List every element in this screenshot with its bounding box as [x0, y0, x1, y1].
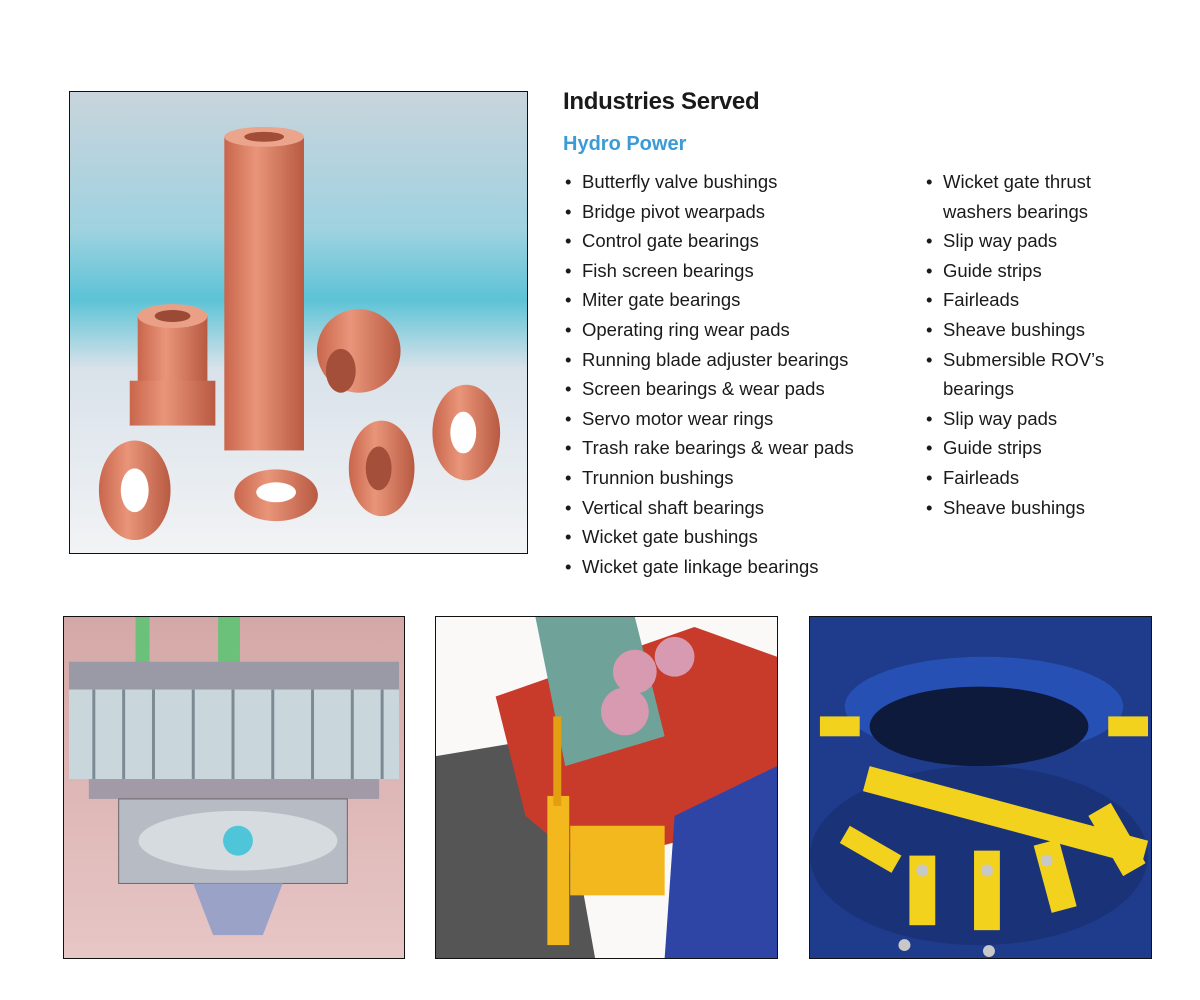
bullet-icon: •	[565, 496, 572, 518]
bullet-icon: •	[565, 171, 572, 192]
list-item-text: Sheave bushings	[943, 318, 1085, 340]
bullet-icon: •	[565, 378, 572, 400]
bullet-icon: •	[565, 289, 572, 311]
list-item: • Wicket gate bushings	[565, 522, 854, 552]
bullet-icon: •	[926, 289, 933, 311]
list-item-text: Bridge pivot wearpads	[582, 200, 766, 222]
bullet-icon: •	[926, 230, 933, 252]
bullet-icon: •	[565, 200, 572, 222]
list-item-text: Operating ring wear pads	[582, 318, 790, 340]
page-title: Industries Served	[563, 88, 760, 115]
list-item-text: Wicket gate bushings	[582, 526, 758, 548]
list-item: • Submersible ROV’s	[926, 345, 1104, 375]
list-item-text: Submersible ROV’s	[943, 348, 1105, 370]
operating-ring-linkage-photo	[809, 616, 1152, 959]
list-item-text: Fairleads	[943, 289, 1020, 311]
bullet-icon: •	[926, 259, 933, 281]
list-item: • Slip way pads	[926, 226, 1104, 256]
bullet-icon: •	[926, 496, 933, 518]
section-title: Hydro Power	[563, 133, 687, 155]
list-item-text: Control gate bearings	[582, 230, 759, 252]
list-item: • Trunnion bushings	[565, 463, 854, 493]
list-item-text: Fairleads	[943, 466, 1020, 488]
list-item: • Running blade adjuster bearings	[565, 345, 854, 375]
bullet-icon: •	[926, 318, 933, 340]
bullet-icon: •	[565, 437, 572, 459]
bullet-icon: •	[926, 407, 933, 429]
list-item: • Fairleads	[926, 463, 1104, 493]
list-item: • Sheave bushings	[926, 493, 1104, 523]
list-item-text: Guide strips	[943, 437, 1042, 459]
list-item: • Trash rake bearings & wear pads	[565, 433, 854, 463]
list-item-text: Slip way pads	[943, 230, 1058, 252]
list-item-continuation: washers bearings	[943, 200, 1088, 222]
list-item-text: Guide strips	[943, 259, 1042, 281]
applications-list-right: • Wicket gate thrust washers bearings • Slip…	[926, 167, 1104, 522]
bullet-icon: •	[565, 318, 572, 340]
list-item: • Vertical shaft bearings	[565, 493, 854, 523]
list-item-text: Miter gate bearings	[582, 289, 741, 311]
bullet-icon: •	[565, 230, 572, 252]
bullet-icon: •	[926, 466, 933, 488]
list-item: • Wicket gate thrust	[926, 167, 1104, 197]
list-item-text: Vertical shaft bearings	[582, 496, 765, 518]
list-item-text: Trash rake bearings & wear pads	[582, 437, 854, 459]
list-item: • Guide strips	[926, 433, 1104, 463]
bullet-icon: •	[565, 526, 572, 548]
list-item: • Fairleads	[926, 285, 1104, 315]
list-item: • Control gate bearings	[565, 226, 854, 256]
list-item-text: Wicket gate linkage bearings	[582, 555, 819, 577]
list-item-text: Servo motor wear rings	[582, 407, 774, 429]
turbine-cutaway-diagram	[63, 616, 405, 959]
bullet-icon: •	[926, 348, 933, 370]
bullet-icon: •	[926, 171, 933, 192]
bullet-icon: •	[565, 348, 572, 370]
list-item-text: Sheave bushings	[943, 496, 1085, 518]
bullet-icon: •	[565, 259, 572, 281]
bullet-icon: •	[565, 555, 572, 577]
bushings-product-photo	[69, 91, 528, 554]
list-item: • Servo motor wear rings	[565, 404, 854, 434]
bullet-icon: •	[926, 437, 933, 459]
list-item-text: Wicket gate thrust	[943, 171, 1092, 192]
applications-list-left: • Butterfly valve bushings • Bridge pivot w…	[565, 167, 854, 581]
list-item: • Screen bearings & wear pads	[565, 374, 854, 404]
list-item: • Bridge pivot wearpads	[565, 197, 854, 227]
list-item: • Operating ring wear pads	[565, 315, 854, 345]
list-item-text: Butterfly valve bushings	[582, 171, 778, 192]
wicket-gate-illustration	[435, 616, 778, 959]
list-item: • Miter gate bearings	[565, 285, 854, 315]
list-item-text: Screen bearings & wear pads	[582, 378, 825, 400]
list-item: • Guide strips	[926, 256, 1104, 286]
bullet-icon: •	[565, 407, 572, 429]
list-item: • Sheave bushings	[926, 315, 1104, 345]
list-item-text: Running blade adjuster bearings	[582, 348, 849, 370]
list-item: • Butterfly valve bushings	[565, 167, 854, 197]
bullet-icon: •	[565, 466, 572, 488]
list-item: • Fish screen bearings	[565, 256, 854, 286]
list-item: • Wicket gate linkage bearings	[565, 552, 854, 582]
list-item-text: Trunnion bushings	[582, 466, 734, 488]
list-item-continuation: bearings	[943, 378, 1014, 400]
list-item: • Slip way pads	[926, 404, 1104, 434]
list-item-text: Slip way pads	[943, 407, 1058, 429]
list-item-text: Fish screen bearings	[582, 259, 754, 281]
